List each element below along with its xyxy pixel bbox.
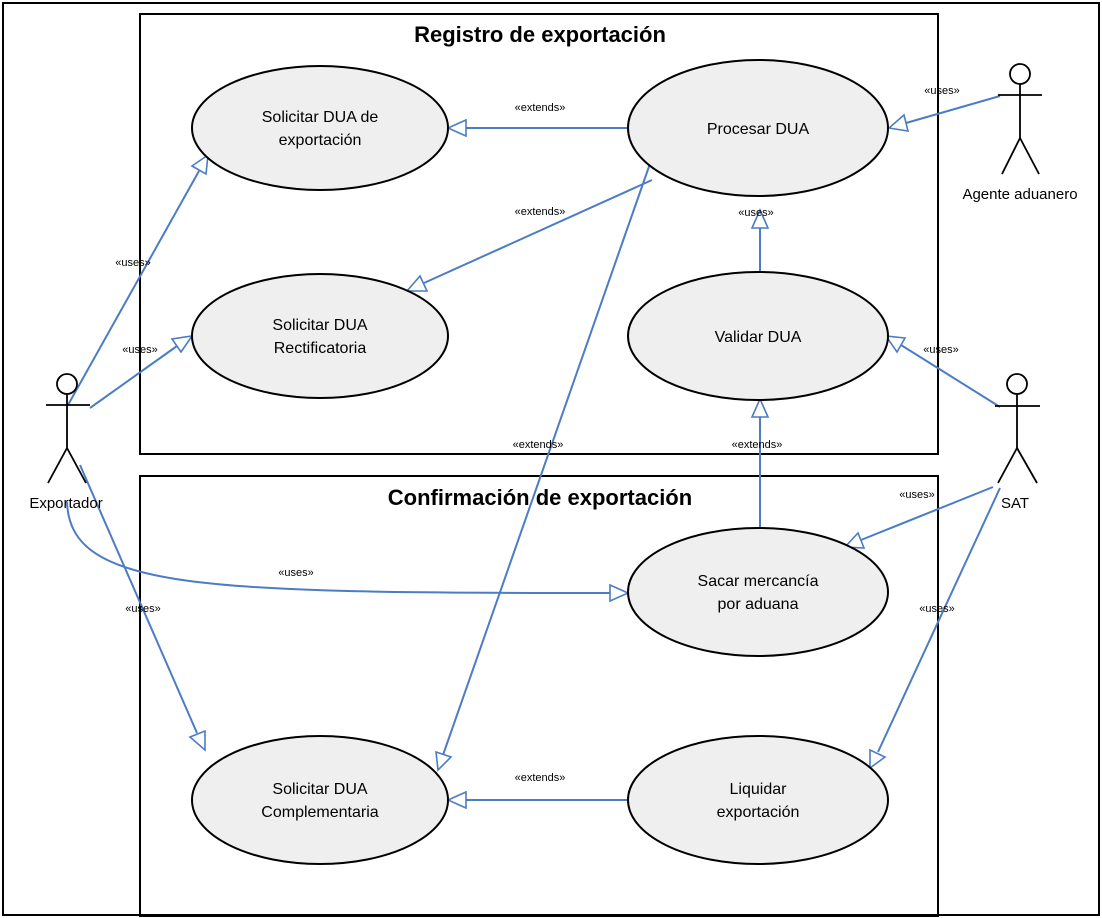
stereotype-label: «extends» — [513, 439, 564, 451]
use-case-label: por aduana — [718, 596, 799, 613]
stereotype-label: «extends» — [515, 206, 566, 218]
arrowhead — [609, 583, 630, 603]
use-case-label: Validar DUA — [715, 329, 802, 346]
uses-agente-to-procesar — [905, 95, 1001, 124]
actor-sat[interactable]: SAT — [995, 373, 1040, 512]
actor-label: Agente aduanero — [962, 186, 1077, 203]
actor-label: Exportador — [29, 495, 102, 512]
arrowhead — [750, 397, 770, 418]
actor-label: SAT — [1001, 495, 1029, 512]
use-case-solicitar-dua-rectificatoria[interactable]: Solicitar DUA Rectificatoria — [191, 273, 449, 399]
use-case-label: Procesar DUA — [707, 121, 810, 138]
arrowhead — [869, 748, 887, 770]
uses-sat-to-sacar — [860, 486, 994, 541]
boundary-title-confirmacion: Confirmación de exportación — [388, 485, 692, 510]
boundary-title-registro: Registro de exportación — [414, 22, 666, 47]
arrowhead — [446, 790, 467, 810]
arrowhead — [435, 750, 453, 772]
uses-exportador-to-sacar — [66, 501, 611, 594]
uses-exportador-to-complementaria — [79, 464, 198, 734]
stereotype-label: «uses» — [278, 567, 313, 579]
stereotype-label: «uses» — [115, 257, 150, 269]
boundary-registro — [139, 13, 939, 455]
uses-sat-to-validar — [900, 344, 1001, 408]
use-case-sacar-mercancia[interactable]: Sacar mercancía por aduana — [627, 527, 889, 657]
use-case-label: Solicitar DUA — [272, 317, 367, 334]
extends-procesar-to-complementaria — [442, 157, 653, 756]
relationships: «extends» «extends» «extends» «uses» «ex… — [66, 85, 1001, 810]
use-case-label: Complementaria — [261, 804, 378, 821]
use-case-label: Liquidar — [730, 781, 788, 798]
use-case-validar-dua[interactable]: Validar DUA — [627, 271, 889, 401]
stick-figure-icon — [995, 373, 1040, 484]
use-case-label: Rectificatoria — [274, 340, 367, 357]
stereotype-label: «uses» — [919, 603, 954, 615]
stick-figure-icon — [46, 373, 90, 484]
uses-exportador-to-rectificatoria — [89, 345, 178, 409]
arrowhead — [446, 118, 467, 138]
stereotype-label: «uses» — [923, 344, 958, 356]
actor-agente-aduanero[interactable]: Agente aduanero — [962, 63, 1078, 203]
stereotype-label: «uses» — [924, 85, 959, 97]
stereotype-label: «uses» — [738, 207, 773, 219]
actor-exportador[interactable]: Exportador — [29, 373, 103, 512]
arrowhead — [190, 153, 209, 176]
arrowhead — [843, 531, 866, 549]
arrowhead — [188, 729, 206, 752]
use-case-liquidar-exportacion[interactable]: Liquidar exportación — [627, 735, 889, 865]
arrowhead — [405, 274, 429, 292]
stereotype-label: «uses» — [899, 489, 934, 501]
uses-exportador-to-solicitar — [67, 170, 200, 406]
stereotype-label: «uses» — [125, 603, 160, 615]
use-case-solicitar-dua-exportacion[interactable]: Solicitar DUA de exportación — [191, 65, 449, 191]
stereotype-label: «extends» — [732, 439, 783, 451]
stick-figure-icon — [998, 63, 1042, 175]
uses-sat-to-liquidar — [877, 487, 1001, 753]
use-case-procesar-dua[interactable]: Procesar DUA — [627, 59, 889, 197]
use-case-solicitar-dua-complementaria[interactable]: Solicitar DUA Complementaria — [191, 735, 449, 865]
extends-procesar-to-rectificatoria — [423, 179, 653, 284]
use-case-label: Sacar mercancía — [698, 573, 819, 590]
use-case-label: Solicitar DUA — [272, 781, 367, 798]
arrowhead — [750, 208, 770, 229]
use-case-label: Solicitar DUA de — [262, 109, 379, 126]
stereotype-label: «extends» — [515, 102, 566, 114]
arrowhead — [884, 335, 907, 354]
boundary-confirmacion — [139, 475, 939, 917]
stereotype-label: «extends» — [515, 772, 566, 784]
use-case-label: exportación — [279, 132, 362, 149]
stereotype-label: «uses» — [122, 344, 157, 356]
arrowhead — [887, 113, 910, 132]
arrowhead — [170, 334, 194, 354]
use-case-label: exportación — [717, 804, 800, 821]
